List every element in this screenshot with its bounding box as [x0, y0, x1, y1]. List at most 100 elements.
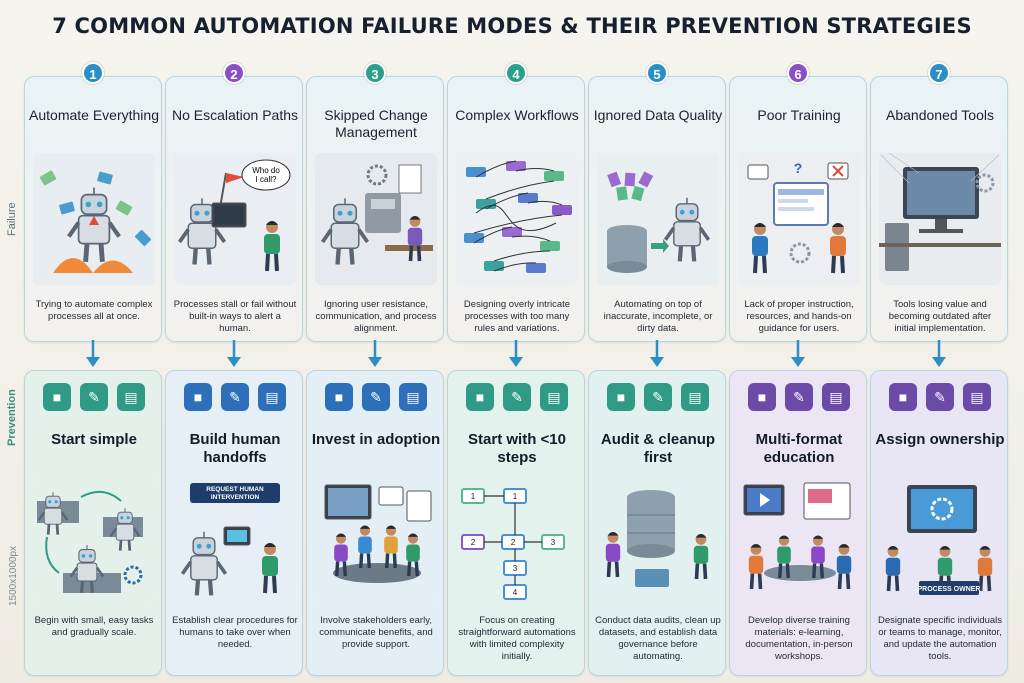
down-arrow-icon	[86, 340, 100, 367]
robot-icon	[69, 545, 105, 593]
icon-glyph: ▤	[547, 389, 561, 405]
icon-glyph: ▤	[124, 389, 138, 405]
prevention-card: ■ ✎ ▤ Invest in adoption Involve stakeho…	[306, 370, 444, 676]
size-label: 1500x1000px	[8, 545, 19, 606]
blocks-icon: ■	[43, 383, 71, 411]
failure-description: Designing overly intricate processes wit…	[463, 299, 571, 334]
person-icon	[262, 543, 278, 594]
prevention-illustration	[597, 477, 719, 601]
tool-icon: ✎	[221, 383, 249, 411]
person-icon	[885, 546, 901, 592]
flow-step-number: 1	[513, 492, 518, 501]
step-number-badge: 5	[646, 62, 668, 84]
down-arrow-icon	[650, 340, 664, 367]
blocks-icon: ■	[466, 383, 494, 411]
icon-glyph: ■	[334, 389, 344, 405]
robot-icon	[37, 492, 69, 535]
robot-icon	[177, 198, 227, 265]
prevention-illustration	[315, 477, 437, 601]
step-number-badge: 3	[364, 62, 386, 84]
icon-glyph: ✎	[934, 389, 946, 405]
speech-bubble-text: I call?	[256, 175, 277, 184]
icon-glyph: ▤	[829, 389, 843, 405]
person-icon	[836, 544, 852, 590]
tool-icon: ✎	[362, 383, 390, 411]
prevention-title: Start simple	[51, 431, 137, 448]
icon-glyph: ■	[193, 389, 203, 405]
prevention-title: Start with <10 steps	[468, 431, 566, 466]
prevention-title: Multi-format education	[755, 431, 843, 466]
failure-title: Complex Workflows	[455, 107, 579, 123]
person-icon	[406, 533, 420, 577]
icon-glyph: ✎	[511, 389, 523, 405]
robot-icon	[67, 187, 121, 262]
person-icon	[264, 221, 280, 272]
blocks-icon: ■	[607, 383, 635, 411]
failure-description: Tools losing value and becoming outdated…	[888, 299, 992, 334]
failure-description: Processes stall or fail without built-in…	[173, 299, 297, 334]
chart-icon: ▤	[822, 383, 850, 411]
icon-glyph: ▤	[970, 389, 984, 405]
flow-step-number: 1	[471, 492, 476, 501]
prevention-icons: ■ ✎ ▤	[307, 383, 445, 411]
failure-prevention-column: Skipped Change Management Ignoring user …	[306, 60, 444, 678]
tool-icon: ✎	[80, 383, 108, 411]
tool-icon: ✎	[785, 383, 813, 411]
icon-glyph: ✎	[793, 389, 805, 405]
person-icon	[605, 532, 621, 578]
failure-card: Skipped Change Management Ignoring user …	[306, 76, 444, 342]
chart-icon: ▤	[540, 383, 568, 411]
down-arrow-icon	[932, 340, 946, 367]
failure-card: Automate Everything Trying to automate c…	[24, 76, 162, 342]
chart-icon: ▤	[399, 383, 427, 411]
person-icon	[693, 534, 709, 580]
down-arrow-icon	[368, 340, 382, 367]
tool-icon: ✎	[926, 383, 954, 411]
prevention-icons: ■ ✎ ▤	[448, 383, 586, 411]
icon-glyph: ■	[52, 389, 62, 405]
chart-icon: ▤	[117, 383, 145, 411]
step-number-badge: 1	[82, 62, 104, 84]
question-mark-icon: ?	[794, 160, 803, 176]
person-icon	[752, 223, 768, 274]
prevention-icons: ■ ✎ ▤	[166, 383, 304, 411]
failure-illustration	[315, 153, 437, 285]
failure-illustration	[33, 153, 155, 285]
failure-card: Complex Workflows Designing overly intri…	[447, 76, 585, 342]
prevention-title: Build human handoffs	[189, 431, 281, 466]
person-icon	[358, 525, 372, 569]
failure-prevention-column: Complex Workflows Designing overly intri…	[447, 60, 585, 678]
chart-icon: ▤	[681, 383, 709, 411]
robot-icon	[109, 508, 141, 551]
failure-title: No Escalation Paths	[171, 107, 299, 123]
flow-step-number: 4	[513, 588, 518, 597]
failure-description: Automating on top of inaccurate, incompl…	[603, 299, 713, 334]
prevention-description: Involve stakeholders early, communicate …	[319, 615, 433, 650]
icon-glyph: ■	[616, 389, 626, 405]
tool-icon: ✎	[644, 383, 672, 411]
icon-glyph: ■	[475, 389, 485, 405]
failure-description: Lack of proper instruction, resources, a…	[744, 299, 854, 334]
prevention-card: ■ ✎ ▤ Audit & cleanup first Conduct data…	[588, 370, 726, 676]
prevention-description: Focus on creating straightforward automa…	[458, 615, 576, 662]
icon-glyph: ▤	[265, 389, 279, 405]
failure-title: Abandoned Tools	[886, 107, 994, 123]
prevention-card: ■ ✎ ▤ Build human handoffs REQUEST HUMAN…	[165, 370, 303, 676]
flow-step-number: 3	[551, 538, 556, 547]
failure-card: Poor Training ? Lack of proper instructi…	[729, 76, 867, 342]
step-number-badge: 2	[223, 62, 245, 84]
prevention-icons: ■ ✎ ▤	[871, 383, 1009, 411]
prevention-title: Invest in adoption	[311, 431, 441, 448]
person-icon	[830, 223, 846, 274]
failure-title: Skipped Change Management	[324, 107, 428, 140]
process-owner-sign-text: PROCESS OWNER	[917, 586, 980, 593]
failure-row-label: Failure	[6, 202, 18, 236]
prevention-row-label: Prevention	[6, 389, 18, 446]
